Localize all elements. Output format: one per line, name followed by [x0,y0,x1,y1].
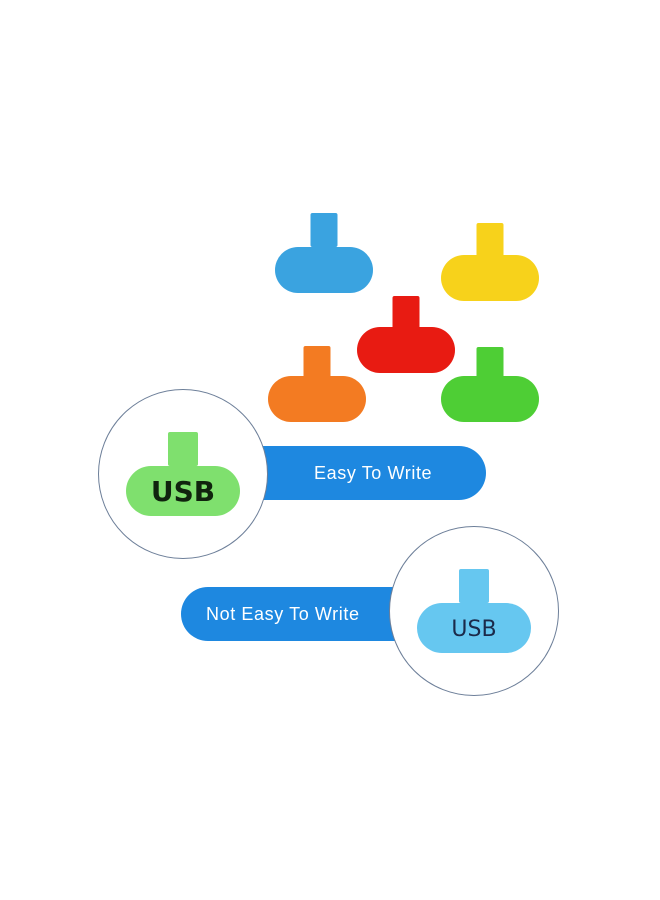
yellow-tag [441,223,539,301]
orange-tag [268,346,366,422]
written-text: USB [451,617,497,642]
not-easy-to-write-label: Not Easy To Write [206,603,360,624]
green-tag [441,347,539,422]
green-sample-circle: USB [98,389,268,559]
blue-written-tag: USB [417,569,531,653]
red-tag [357,296,455,373]
written-text: USB [150,475,216,508]
easy-to-write-label: Easy To Write [314,462,433,483]
blue-sample-circle: USB [389,526,559,696]
green-written-tag: USB [126,432,240,516]
blue-tag [275,213,373,293]
